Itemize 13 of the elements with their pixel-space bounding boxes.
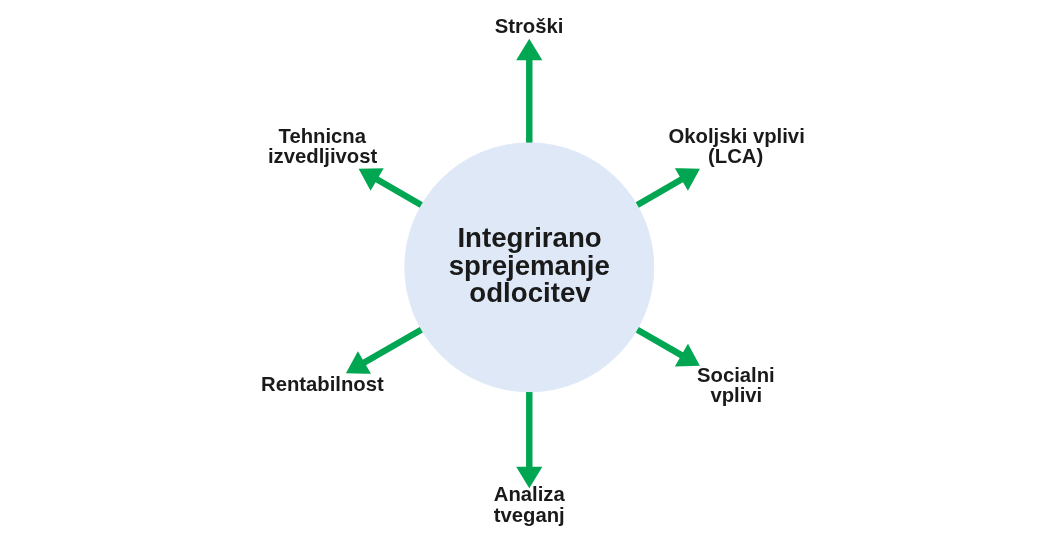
node-text: Okoljski vplivi (LCA) (667, 124, 805, 168)
arrow (515, 392, 542, 489)
arrow (635, 168, 700, 208)
node-text: Rentabilnost (260, 373, 384, 396)
arrow (635, 326, 700, 367)
node-text: Tehnicna izvedljivost (267, 124, 377, 168)
arrow (515, 38, 542, 143)
node-text: Socialni vplivi (696, 363, 775, 407)
arrow (345, 326, 423, 374)
arrow (358, 168, 423, 208)
node-text: Stroški (494, 14, 563, 37)
node-text: Analiza tveganj (493, 483, 565, 526)
node-circle: Integrirano sprejemanje odlocitev (403, 142, 654, 393)
